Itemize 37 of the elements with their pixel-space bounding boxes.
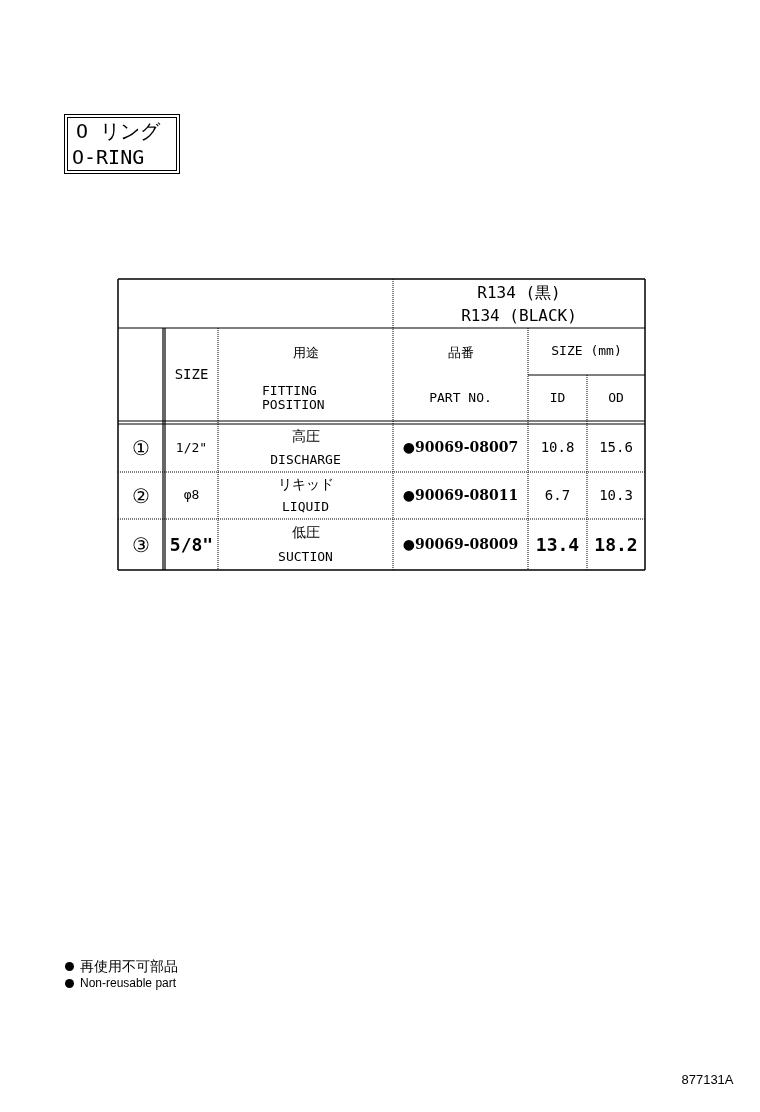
legend-text: 再使用不可部品 (80, 958, 178, 974)
row-number: ① (131, 437, 150, 459)
drawing-number: 877131A (681, 1072, 734, 1088)
dimension-value: 10.3 (599, 487, 633, 504)
usage-text: リキッド (277, 477, 334, 493)
legend-text: Non-reusable part (80, 975, 177, 991)
column-heading: 用途 (292, 345, 319, 361)
header-text: R134 (BLACK) (461, 307, 577, 325)
dimension-value: 18.2 (594, 534, 638, 555)
size-value: 5/8" (169, 534, 214, 555)
part-number: ●90069-08007 (402, 440, 519, 456)
usage-text: DISCHARGE (270, 452, 341, 468)
usage-text: LIQUID (282, 500, 329, 515)
column-heading: OD (608, 390, 624, 406)
header-text: R134 (黒) (477, 284, 561, 302)
title-text: O リング (75, 118, 161, 144)
row-number: ③ (131, 533, 150, 556)
column-heading: 品番 (447, 345, 474, 361)
part-number: ●90069-08009 (402, 536, 519, 553)
usage-text: 高圧 (291, 429, 320, 445)
usage-text: SUCTION (278, 550, 333, 565)
dimension-value: 6.7 (544, 487, 571, 504)
column-heading: ID (549, 390, 566, 406)
row-number: ② (131, 484, 150, 507)
title-text: O-RING (72, 144, 145, 170)
dimension-value: 10.8 (540, 440, 575, 456)
column-heading: FITTING POSITION (262, 383, 326, 413)
size-value: φ8 (183, 488, 200, 503)
title-box (64, 114, 180, 174)
size-value: 1/2" (175, 440, 208, 456)
column-heading: SIZE (174, 367, 209, 383)
usage-text: 低圧 (291, 525, 320, 541)
column-heading: PART NO. (429, 390, 492, 406)
column-heading: SIZE (mm) (551, 344, 622, 359)
dimension-value: 15.6 (599, 440, 633, 456)
part-number: ●90069-08011 (402, 487, 519, 504)
dimension-value: 13.4 (535, 534, 580, 555)
